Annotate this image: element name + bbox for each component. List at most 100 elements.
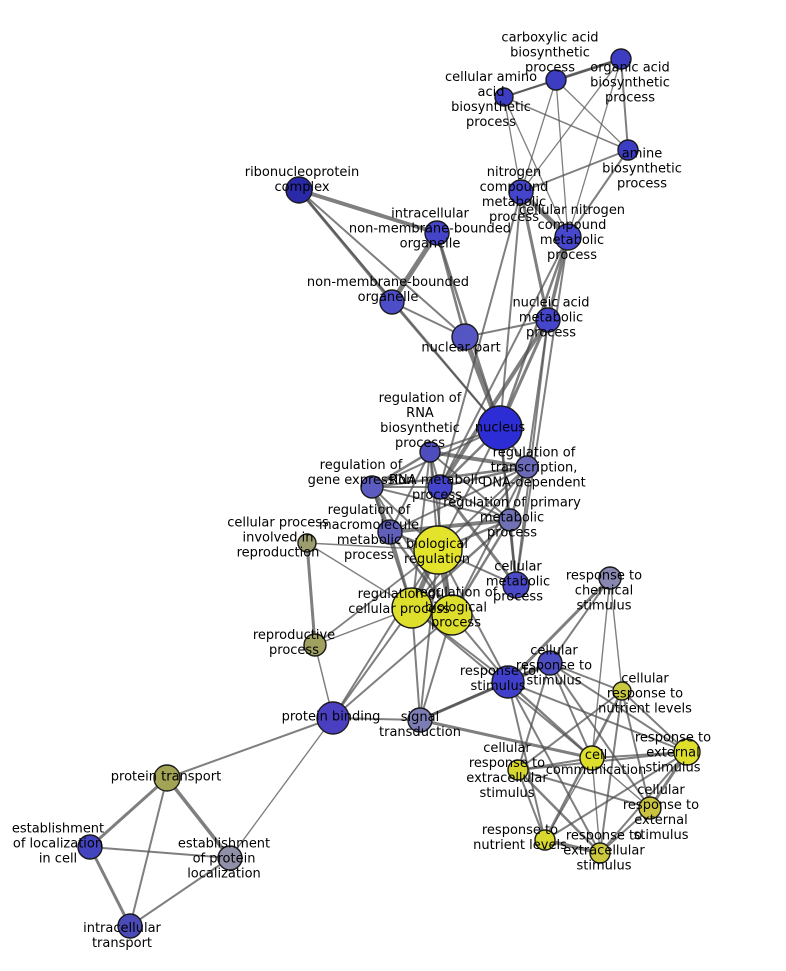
node-rrbp[interactable] [419,441,441,463]
node-rcs[interactable] [598,566,622,590]
node-rbp[interactable] [431,594,473,636]
node-amino[interactable] [494,87,514,107]
node-repro[interactable] [303,633,327,657]
edge-cc-crexs [591,757,651,809]
node-namp[interactable] [535,307,561,333]
edge-ncmp-rmp [439,191,522,488]
edge-cres-rexs [516,768,602,855]
node-rs[interactable] [491,665,525,699]
node-inmbo[interactable] [424,220,450,246]
node-crnl[interactable] [612,681,632,701]
edge-cc-rexs [591,757,601,854]
node-rnl[interactable] [534,829,556,851]
edge-bioreg-rs [437,549,509,683]
edge-namp-cmp [515,319,549,586]
node-carb[interactable] [545,69,567,91]
edge-crnl-cres [517,690,623,771]
edge-amino-ncmp [503,96,522,193]
edge-inmbo-nmbo [389,230,440,305]
node-rmmp[interactable] [377,519,403,545]
node-nmbo[interactable] [379,289,405,315]
node-bioreg[interactable] [413,525,463,575]
edge-crs-cres [517,662,551,771]
node-ncmp[interactable] [508,179,534,205]
node-nucleus[interactable] [477,405,523,451]
node-cpir[interactable] [297,533,317,553]
edge-carb-cncmp [555,79,569,238]
node-rnp[interactable] [285,176,313,204]
edge-nmbo-nucleus [391,301,501,429]
edge-carb-amine [555,79,629,151]
node-rtdd[interactable] [515,455,539,479]
edge-crs-cc [549,662,593,759]
node-epl[interactable] [217,845,243,871]
node-cc[interactable] [579,745,605,771]
edge-rmp-rpmp [439,486,511,521]
node-npart[interactable] [451,323,479,351]
node-crs[interactable] [537,650,563,676]
node-rpmp[interactable] [498,508,522,532]
edge-npart-namp [464,319,549,338]
node-cmp[interactable] [502,571,530,599]
node-st[interactable] [407,707,433,733]
edge-res-rnl [544,751,688,841]
edge-epl-it [129,857,231,927]
edge-cpir-repro [305,541,317,647]
node-label-pt: protein transport [111,770,221,785]
edge-rrbp-rtdd [428,450,529,469]
edge-pb-pt [166,717,334,779]
edge-amine-ncmp [520,149,629,193]
node-cncmp[interactable] [554,223,582,251]
edge-crs-res [549,662,688,753]
edge-pb-epl [229,717,334,859]
edge-rs-cc [506,680,594,760]
edge-bioreg-pb [332,549,439,719]
edge-elic-epl [89,846,231,859]
edge-amino-amine [503,96,629,151]
edge-bioreg-repro [314,549,439,646]
node-rexs[interactable] [589,842,611,864]
edge-pt-epl [165,776,232,860]
edge-rcp-pb [332,607,413,719]
node-elic[interactable] [77,834,103,860]
node-orga[interactable] [610,48,632,70]
edge-rrbp-rmmp [389,451,431,533]
node-crexs[interactable] [638,796,662,820]
edge-amine-cncmp [567,149,629,238]
node-it[interactable] [117,913,143,939]
node-rmp[interactable] [427,474,453,500]
edge-rcs-crs [549,577,611,664]
edge-rcs-rs [506,576,612,684]
node-pt[interactable] [153,764,181,792]
edge-carb-ncmp [520,79,557,193]
edge-rbp-pb [332,614,453,719]
edge-rge-rbp [371,486,453,616]
edge-rpmp-rmmp [388,518,512,534]
node-res[interactable] [673,738,701,766]
node-pb[interactable] [316,701,350,735]
edge-orga-amine [620,58,629,151]
node-cres[interactable] [507,759,529,781]
node-label-pb: protein binding [282,710,381,725]
edge-rtdd-rmmp [389,466,528,533]
node-rge[interactable] [360,475,384,499]
node-amine[interactable] [617,139,639,161]
edge-orga-cncmp [567,58,622,238]
node-rcp[interactable] [391,587,433,629]
